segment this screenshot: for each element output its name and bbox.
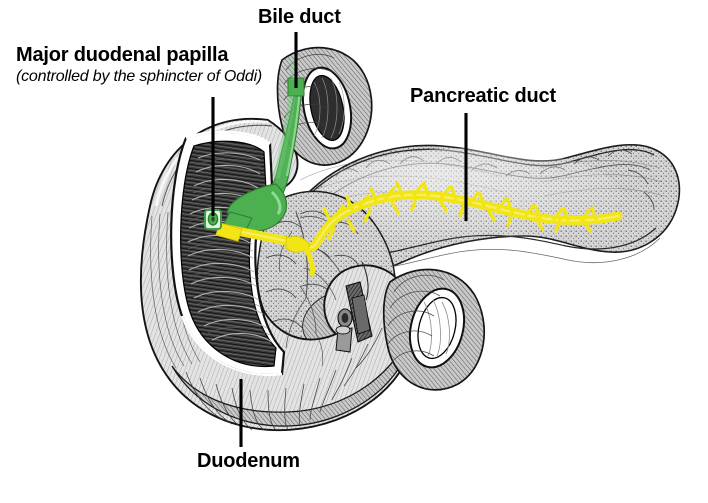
- stomach-cut-end: [276, 46, 373, 166]
- leader-lines: [211, 32, 468, 447]
- jejunum-cut-end: [382, 268, 486, 391]
- vessel-stumps: [335, 261, 373, 353]
- label-duodenum: Duodenum: [197, 450, 300, 472]
- pancreatic-duct-yellow: [215, 181, 623, 277]
- label-bile-duct: Bile duct: [258, 6, 341, 28]
- label-pancreatic-duct: Pancreatic duct: [410, 85, 556, 107]
- label-major-duodenal-papilla-title: Major duodenal papilla: [16, 44, 229, 66]
- label-major-duodenal-papilla-subtitle: (controlled by the sphincter of Oddi): [16, 68, 263, 85]
